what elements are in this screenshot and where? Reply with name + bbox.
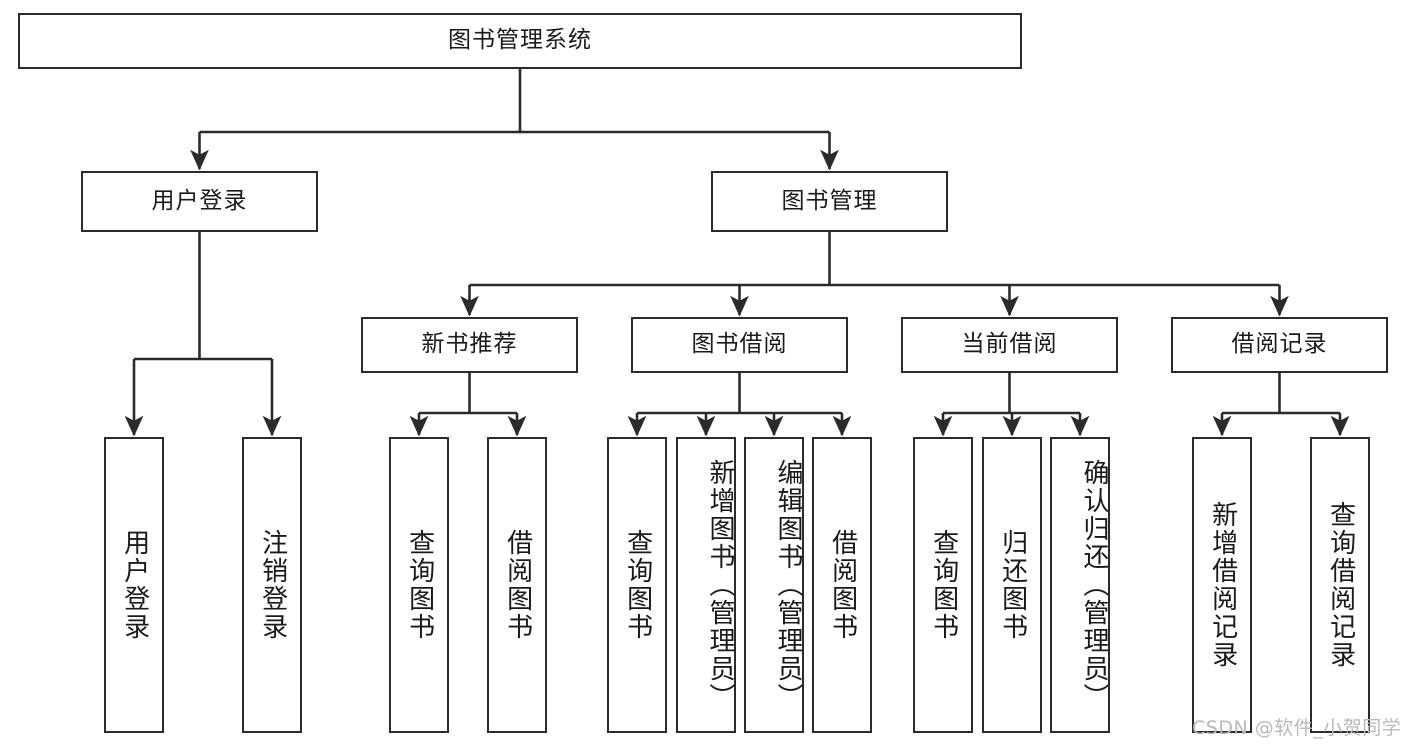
node-leaf-borrow-book-2[interactable]: 借阅图书 [812, 437, 872, 733]
node-label: 查询借阅记录 [1325, 501, 1356, 669]
node-user-login[interactable]: 用户登录 [81, 171, 318, 232]
node-label: 查询图书 [622, 529, 653, 641]
node-leaf-add-record[interactable]: 新增借阅记录 [1192, 437, 1252, 733]
csdn-watermark: CSDN @软件_小贺同学 [1192, 717, 1402, 739]
node-label: 用户登录 [119, 529, 150, 641]
node-root[interactable]: 图书管理系统 [18, 13, 1022, 69]
node-label: 编辑图书（管理员） [773, 459, 803, 711]
node-leaf-query-book-3[interactable]: 查询图书 [913, 437, 973, 733]
node-label: 注销登录 [257, 529, 288, 641]
node-leaf-query-book-2[interactable]: 查询图书 [607, 437, 667, 733]
node-label: 查询图书 [404, 529, 435, 641]
node-leaf-query-book-1[interactable]: 查询图书 [389, 437, 449, 733]
node-label: 图书管理 [781, 187, 878, 214]
node-leaf-borrow-book-1[interactable]: 借阅图书 [487, 437, 547, 733]
node-leaf-query-record[interactable]: 查询借阅记录 [1310, 437, 1370, 733]
node-new-book-rec[interactable]: 新书推荐 [361, 317, 578, 373]
node-leaf-confirm-return[interactable]: 确认归还（管理员） [1050, 437, 1110, 733]
node-label: 新书推荐 [421, 331, 518, 358]
node-leaf-return-book[interactable]: 归还图书 [982, 437, 1042, 733]
node-book-borrow[interactable]: 图书借阅 [631, 317, 848, 373]
node-label: 新增图书（管理员） [705, 459, 735, 711]
node-leaf-user-login[interactable]: 用户登录 [104, 437, 164, 733]
node-leaf-edit-book[interactable]: 编辑图书（管理员） [744, 437, 804, 733]
node-label: 图书管理系统 [448, 27, 592, 54]
node-label: 当前借阅 [961, 331, 1058, 358]
node-current-borrow[interactable]: 当前借阅 [901, 317, 1118, 373]
node-leaf-logout[interactable]: 注销登录 [242, 437, 302, 733]
node-label: 图书借阅 [691, 331, 788, 358]
node-borrow-record[interactable]: 借阅记录 [1171, 317, 1388, 373]
node-label: 借阅记录 [1231, 331, 1328, 358]
node-label: 查询图书 [928, 529, 959, 641]
node-label: 新增借阅记录 [1207, 501, 1238, 669]
node-label: 借阅图书 [827, 529, 858, 641]
node-leaf-add-book[interactable]: 新增图书（管理员） [676, 437, 736, 733]
node-label: 用户登录 [151, 187, 248, 214]
node-label: 确认归还（管理员） [1079, 459, 1109, 711]
node-label: 归还图书 [997, 529, 1028, 641]
node-book-manage[interactable]: 图书管理 [711, 171, 948, 232]
node-label: 借阅图书 [502, 529, 533, 641]
